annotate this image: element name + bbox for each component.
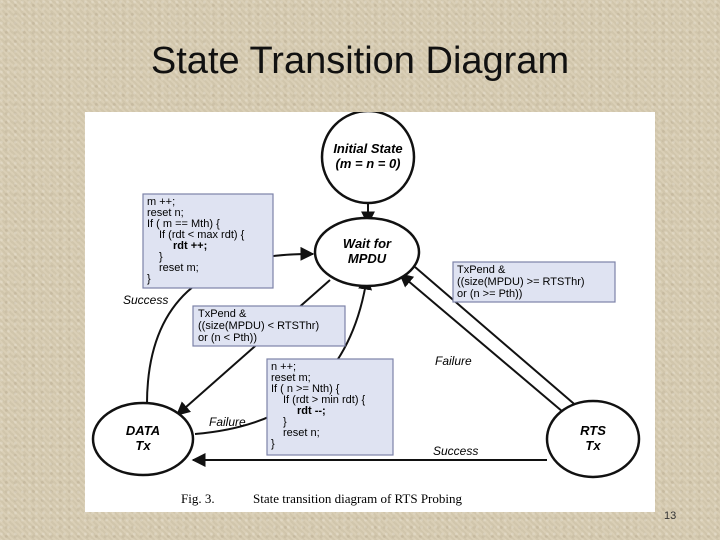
state-diagram: Initial State (m = n = 0) Wait for MPDU … xyxy=(91,112,641,506)
box-success-line: reset n; xyxy=(147,207,184,219)
box-rts-line: or (n >= Pth)) xyxy=(457,288,522,300)
box-failure-line: If (rdt > min rdt) { xyxy=(283,394,366,406)
figure-caption-label: Fig. 3. xyxy=(181,491,215,506)
edge-label-failure-mid: Failure xyxy=(209,415,246,429)
state-initial-label: Initial State xyxy=(333,141,402,156)
slide-title: State Transition Diagram xyxy=(150,40,570,82)
state-rts-label-2: Tx xyxy=(585,438,601,453)
box-success-line: } xyxy=(159,251,163,263)
diagram-figure: Initial State (m = n = 0) Wait for MPDU … xyxy=(85,112,655,512)
box-rts-line: TxPend & xyxy=(457,264,506,276)
box-rts-line: ((size(MPDU) >= RTSThr) xyxy=(457,276,585,288)
box-data-line: ((size(MPDU) < RTSThr) xyxy=(198,320,319,332)
state-wait-label-2: MPDU xyxy=(348,251,387,266)
edge-label-failure-right: Failure xyxy=(435,354,472,368)
box-data-line: TxPend & xyxy=(198,308,247,320)
edge-label-success-bottom: Success xyxy=(433,444,478,458)
edge-rts-to-wait-failure xyxy=(398,273,564,413)
box-failure-update: n ++; reset m; If ( n >= Nth) { If (rdt … xyxy=(266,358,394,456)
edge-wait-to-rts xyxy=(414,266,589,416)
box-data-condition: TxPend & ((size(MPDU) < RTSThr) or (n < … xyxy=(192,305,346,347)
box-failure-line: rdt --; xyxy=(297,405,326,417)
state-data-label-1: DATA xyxy=(126,423,160,438)
state-data-label-2: Tx xyxy=(135,438,151,453)
figure-caption-text: State transition diagram of RTS Probing xyxy=(253,491,463,506)
box-data-line: or (n < Pth)) xyxy=(198,332,257,344)
box-success-line: m ++; xyxy=(147,196,175,208)
box-success-line: If ( m == Mth) { xyxy=(147,218,220,230)
edge-wait-to-data xyxy=(175,279,331,416)
box-failure-line: } xyxy=(271,438,275,450)
box-success-line: reset m; xyxy=(159,262,199,274)
state-wait-for-mpdu: Wait for MPDU xyxy=(313,216,421,288)
box-failure-line: reset n; xyxy=(283,427,320,439)
box-success-line: rdt ++; xyxy=(173,240,207,252)
box-rts-condition: TxPend & ((size(MPDU) >= RTSThr) or (n >… xyxy=(452,261,616,303)
box-failure-line: If ( n >= Nth) { xyxy=(271,383,340,395)
box-failure-line: n ++; xyxy=(271,361,296,373)
state-rts-tx: RTS Tx xyxy=(545,399,641,479)
slide-number: 13 xyxy=(664,510,677,522)
state-data-tx: DATA Tx xyxy=(91,401,195,477)
state-rts-label-1: RTS xyxy=(580,423,606,438)
state-initial-values: (m = n = 0) xyxy=(335,156,400,171)
edge-label-success-left: Success xyxy=(123,293,168,307)
box-success-line: If (rdt < max rdt) { xyxy=(159,229,245,241)
box-failure-line: reset m; xyxy=(271,372,311,384)
box-failure-line: } xyxy=(283,416,287,428)
state-wait-label-1: Wait for xyxy=(343,236,392,251)
box-success-line: } xyxy=(147,273,151,285)
box-success-update: m ++; reset n; If ( m == Mth) { If (rdt … xyxy=(142,193,274,289)
state-initial: Initial State (m = n = 0) xyxy=(320,112,416,205)
